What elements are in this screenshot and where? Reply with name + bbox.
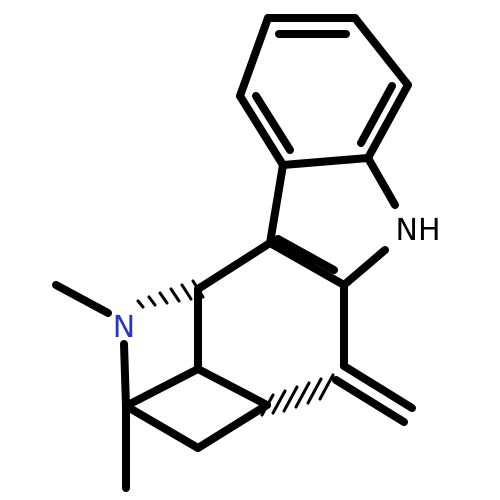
atom-label-nh: NH xyxy=(396,213,441,248)
atom-label-n: N xyxy=(113,310,135,345)
bond-c6-c5 xyxy=(194,365,271,409)
bond-benzene-5 xyxy=(236,92,287,169)
bond-pyrrole-c2-c3-inner xyxy=(274,235,338,274)
bond-pyrrole-c7a-n xyxy=(364,154,399,209)
stereo-hash-c6-c7 xyxy=(260,373,335,417)
bond-layer xyxy=(52,14,416,492)
bond-benzene-4 xyxy=(279,154,372,169)
bond-benzene-inner-3 xyxy=(252,92,294,154)
bond-n-methyl xyxy=(52,281,112,317)
bond-n-corner xyxy=(120,340,130,410)
bond-benzene-6 xyxy=(236,14,272,100)
bond-pyrrole-n-c2 xyxy=(340,246,389,289)
bond-methylene-1 xyxy=(340,362,416,412)
bond-corner-bottom xyxy=(122,402,202,452)
bond-benzene-3 xyxy=(364,81,412,162)
bond-pyrrole-c3-c3a xyxy=(266,161,287,247)
bond-bottom-c6 xyxy=(194,401,271,452)
bond-c5-ring-corner xyxy=(122,365,202,410)
bond-benzene-2 xyxy=(351,14,412,89)
bond-c3-c4 xyxy=(194,239,274,293)
bond-pyrrole-c2-c3 xyxy=(266,239,348,289)
bond-methylene-2 xyxy=(332,376,408,426)
stereo-hash-c4-n xyxy=(136,279,205,309)
bond-benzene-inner-2 xyxy=(357,82,396,147)
